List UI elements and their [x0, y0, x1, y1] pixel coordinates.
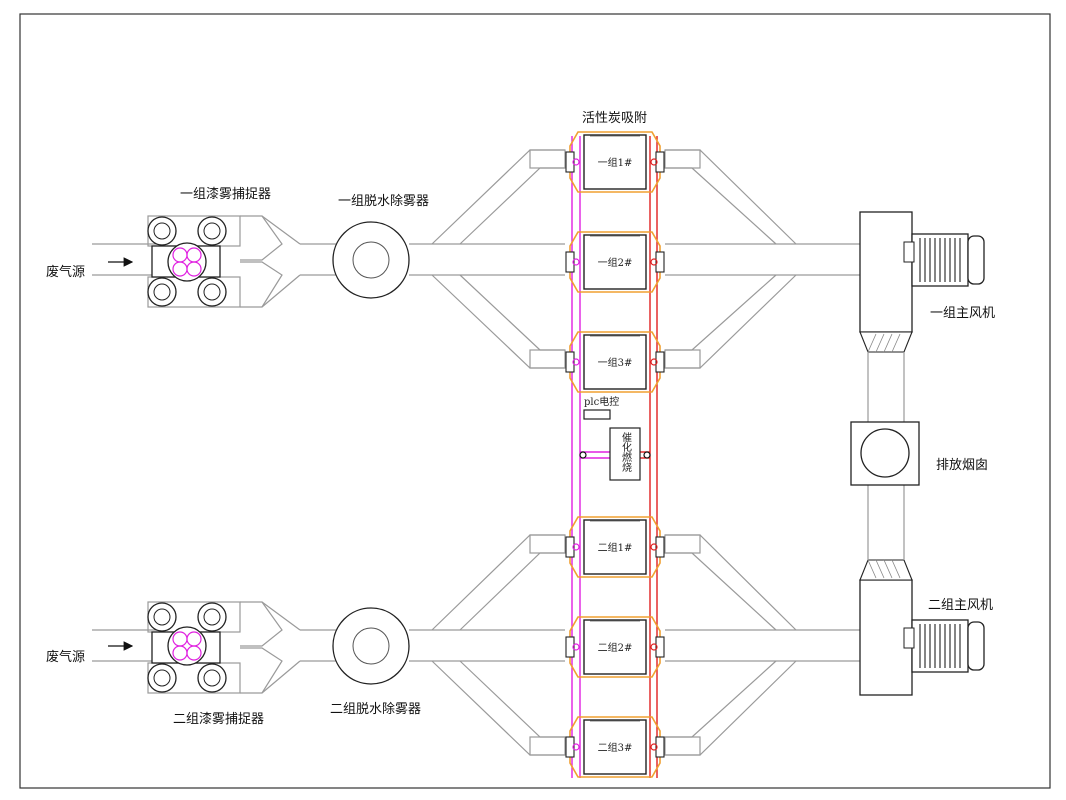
demister-1-label: 一组脱水除雾器: [338, 194, 429, 209]
demister-2-label: 二组脱水除雾器: [330, 702, 421, 717]
catalytic-combustion: 催化燃烧: [609, 427, 641, 481]
main-fan-1: [859, 211, 985, 353]
waste-gas-source-1-label: 废气源: [46, 264, 85, 280]
catalytic-combustion-label: 催化燃烧: [620, 431, 632, 473]
chimney: [850, 352, 920, 560]
adsorber-label: 二组3#: [598, 741, 633, 754]
group-1-line: [92, 149, 860, 369]
adsorber-1: 一组1#: [565, 131, 665, 193]
waste-gas-source-2-label: 废气源: [46, 649, 85, 665]
paint-mist-catcher-2: [147, 601, 301, 694]
adsorber-units: 一组1# 一组2# 一组3# 二组1# 二组2# 二组3#: [565, 131, 665, 778]
adsorber-6: 二组3#: [565, 716, 665, 778]
chimney-label: 排放烟囱: [936, 458, 988, 473]
demister-1: [332, 221, 410, 299]
adsorber-label: 二组2#: [598, 641, 633, 654]
main-fan-2-label: 二组主风机: [928, 598, 993, 613]
plc-box: [583, 409, 611, 420]
adsorber-4: 二组1#: [565, 516, 665, 578]
main-fan-1-label: 一组主风机: [930, 306, 995, 321]
activated-carbon-label: 活性炭吸附: [582, 111, 647, 126]
paint-mist-catcher-1: [147, 215, 301, 308]
drawing-frame: [19, 13, 1051, 789]
demister-2: [332, 607, 410, 685]
group-2-line: [92, 534, 860, 756]
paint-mist-catcher-1-label: 一组漆雾捕捉器: [180, 186, 271, 202]
paint-mist-catcher-2-label: 二组漆雾捕捉器: [173, 711, 264, 727]
adsorber-3: 一组3#: [565, 331, 665, 393]
adsorber-2: 一组2#: [565, 231, 665, 293]
adsorber-label: 一组2#: [598, 256, 633, 269]
plc-label: plc电控: [584, 395, 619, 408]
adsorber-5: 二组2#: [565, 616, 665, 678]
adsorber-label: 一组1#: [598, 156, 633, 169]
main-fan-2: [859, 559, 985, 696]
adsorber-label: 二组1#: [598, 541, 633, 554]
adsorber-label: 一组3#: [598, 356, 633, 369]
